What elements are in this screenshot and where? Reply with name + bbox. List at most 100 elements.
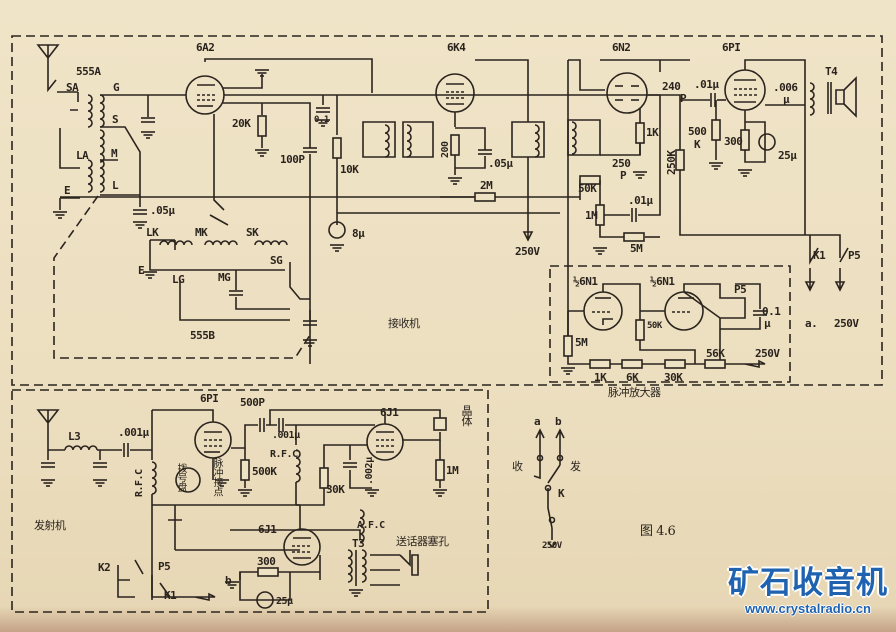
component-label: K1 [813,249,826,262]
component-label: LK [146,226,159,239]
component-label: 500P [240,396,265,409]
mic-jack-label: 送话器塞孔 [396,535,449,548]
component-label: .05μ [488,157,513,170]
tube-6n1-b [664,291,704,331]
transmitter-section-label: 发射机 [34,519,66,532]
component-label: 300 [257,555,276,568]
component-label: MK [195,226,208,239]
component-label: 200 [440,141,451,158]
component-label: .001μ [272,430,300,441]
component-label: 250V [834,317,859,330]
component-label: 100P [280,153,305,166]
tube-label-6j1-modulator: 6J1 [258,523,277,536]
tube-label-6p1: 6PI [722,41,741,54]
receiver-enclosure [11,35,883,386]
watermark-title: 矿石收音机 [728,565,888,601]
component-label: 1K [646,126,659,139]
component-label: S [112,113,119,126]
component-label: 0.1 [314,115,329,125]
component-label: 50K [647,321,662,331]
component-label: 5M [630,242,643,255]
component-label: 1M [585,209,598,222]
component-label: 250V [515,245,540,258]
component-label: 500 [688,125,707,138]
component-label: 25μ [276,596,293,607]
component-label: R.F.C [270,449,298,460]
component-label: 25μ [778,149,797,162]
component-label: ½6N1 [573,275,598,288]
component-label: 20K [232,117,251,130]
switch-label: b [555,415,562,428]
component-label: 5M [575,336,588,349]
component-label: 300 [724,135,743,148]
component-label: K1 [164,589,177,602]
component-label: 1M [446,464,459,477]
component-label: 250 [612,157,631,170]
tube-label-6n2: 6N2 [612,41,631,54]
component-label: A.F.C [357,520,385,531]
component-label: P5 [158,560,171,573]
component-label: 晶体 [460,405,473,426]
component-label: R.F.C [134,469,145,497]
component-label: a. [805,317,818,330]
component-label: SG [270,254,283,267]
pulse-contact-label: 脉冲接点 [211,458,222,496]
component-label: K [694,138,701,151]
switch-label: 250V [542,541,562,551]
component-label: G [113,81,120,94]
receiver-section-label: 接收机 [388,317,420,330]
component-label: ½6N1 [650,275,675,288]
transmitter-wiring [36,409,448,609]
component-label: K2 [98,561,111,574]
tube-6k4 [435,73,475,113]
component-label: LA [76,149,89,162]
component-label: L [112,179,119,192]
tube-label-6a2: 6A2 [196,41,215,54]
component-label: 250V [755,347,780,360]
switch-label: a [534,415,541,428]
component-label: E [138,264,145,277]
watermark-url: www.crystalradio.cn [745,601,871,616]
tube-6p1-transmitter [194,421,232,459]
component-label: 555B [190,329,215,342]
component-label: .001μ [118,426,149,439]
component-label: 0.1 [762,305,781,318]
dial-label: 拨号盘 [175,463,186,492]
component-label: μ [783,93,790,106]
tube-6p1-receiver [724,69,766,111]
component-label: P [680,92,687,105]
tube-6n1-a [583,291,623,331]
switch-label: 收 [512,460,523,473]
tube-6n2 [606,72,648,114]
watermark: 矿石收音机 www.crystalradio.cn [724,565,892,616]
component-label: T3 [352,537,365,550]
component-label: MG [218,271,231,284]
component-label: 240 [662,80,681,93]
component-label: P5 [734,283,747,296]
component-label: .01μ [628,194,653,207]
switch-diagram [533,428,565,549]
receiver-wiring [36,44,857,364]
component-label: 250K [665,150,678,176]
component-label: .006 [773,81,798,94]
component-label: 30K [664,371,683,384]
pulse-amp-enclosure [549,265,791,383]
component-label: E [64,184,71,197]
tube-6j1-modulator [283,528,321,566]
component-label: b [225,574,232,587]
component-label: 500K [252,465,277,478]
transmitter-enclosure [11,389,489,613]
pulse-amp-section-label: 脉冲放大器 [608,386,661,399]
component-label: L3 [68,430,81,443]
component-label: 8μ [352,227,365,240]
pulse-amp-wiring [560,283,768,375]
tube-label-6p1-transmitter: 6PI [200,392,219,405]
component-label: M [111,147,118,160]
component-label: P5 [848,249,861,262]
component-label: 10K [340,163,359,176]
component-label: 30K [326,483,345,496]
component-label: T4 [825,65,838,78]
tube-label-6k4: 6K4 [447,41,466,54]
